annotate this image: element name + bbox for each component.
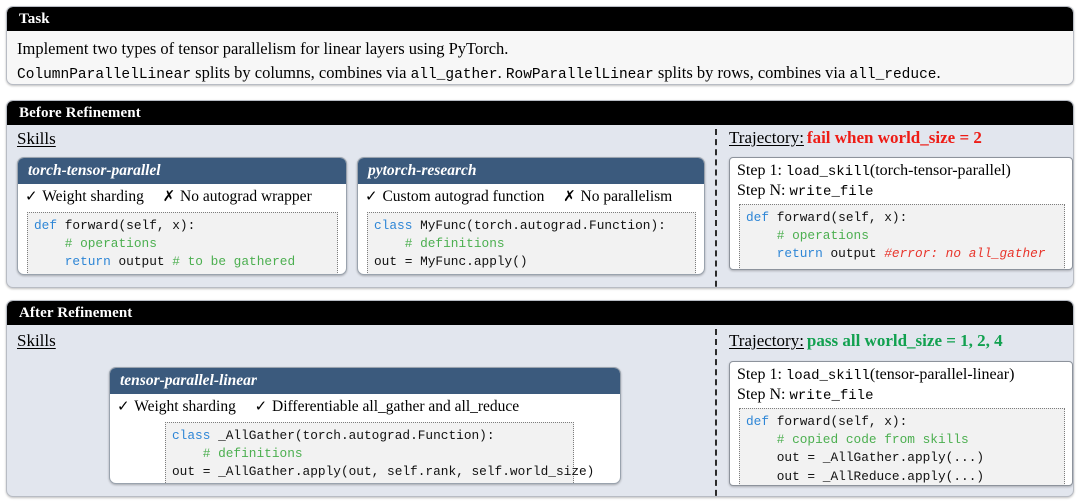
task-column-parallel-linear: ColumnParallelLinear [17,66,192,83]
task-header-bar: Task [7,7,1073,31]
step-1-arg: (torch-tensor-parallel) [869,162,1011,179]
before-refinement-panel: Before Refinement Skills torch-tensor-pa… [6,100,1074,288]
task-row-parallel-linear: RowParallelLinear [505,66,654,83]
task-all-gather: all_gather [410,66,498,83]
skill-card-pytorch-research[interactable]: pytorch-research ✓ Custom autograd funct… [357,157,705,275]
skill-card-bullets: ✓ Weight sharding ✗ No autograd wrapper [18,184,346,208]
cross-icon: ✗ [563,187,576,206]
after-trajectory-box[interactable]: Step 1: load_skill(tensor-parallel-linea… [729,361,1073,486]
step-n-action: write_file [789,184,874,201]
step-n-prefix: Step N: [737,386,790,404]
step-1-prefix: Step 1: [737,162,786,179]
skill-code-block: class _AllGather(torch.autograd.Function… [165,421,594,483]
step-1-prefix: Step 1: [737,366,786,383]
trajectory-step-n: Step N: write_file [730,385,1072,405]
task-title: Task [19,10,50,27]
step-n-action: write_file [789,388,874,405]
skill-card-torch-tensor-parallel[interactable]: torch-tensor-parallel ✓ Weight sharding … [17,157,347,275]
trajectory-label: Trajectory: [729,331,804,350]
trajectory-step-1: Step 1: load_skill(torch-tensor-parallel… [730,158,1072,181]
trajectory-step-n: Step N: write_file [730,181,1072,201]
trajectory-step-1: Step 1: load_skill(tensor-parallel-linea… [730,362,1072,385]
task-line-1: Implement two types of tensor parallelis… [17,39,509,58]
after-trajectory-heading: Trajectory:pass all world_size = 1, 2, 4 [729,331,1003,351]
before-trajectory-box[interactable]: Step 1: load_skill(torch-tensor-parallel… [729,157,1073,270]
trajectory-verdict: fail when world_size = 2 [806,128,982,147]
after-divider [715,329,717,496]
check-icon: ✓ [25,187,38,206]
task-text-4: . [936,62,941,82]
before-trajectory-heading: Trajectory:fail when world_size = 2 [729,128,982,148]
skill-good-text: Weight sharding [134,398,236,416]
trajectory-code-block: def forward(self, x): # copied code from… [739,408,1065,485]
after-body: Skills tensor-parallel-linear ✓ Weight s… [7,325,1073,496]
check-icon: ✓ [254,397,268,416]
step-1-action: load_skill [785,164,870,180]
cross-icon: ✗ [162,187,176,206]
before-divider [715,129,717,287]
task-body: Implement two types of tensor parallelis… [7,31,1073,84]
task-all-reduce: all_reduce [849,66,937,83]
after-title: After Refinement [19,304,133,321]
skill-bad-text: Differentiable all_gather and all_reduce [272,398,520,416]
trajectory-code-block: def forward(self, x): # operations retur… [739,204,1065,269]
skill-good-text: Custom autograd function [382,188,545,206]
trajectory-verdict: pass all world_size = 1, 2, 4 [806,331,1003,350]
skill-card-title: torch-tensor-parallel [18,158,346,185]
skill-card-tensor-parallel-linear[interactable]: tensor-parallel-linear ✓ Weight sharding… [109,367,621,484]
step-1-arg: (tensor-parallel-linear) [869,366,1015,383]
skill-card-bullets: ✓ Custom autograd function ✗ No parallel… [358,184,704,208]
skill-code-block: class MyFunc(torch.autograd.Function): #… [367,211,696,274]
step-n-prefix: Step N: [737,182,790,200]
skill-card-bullets: ✓ Weight sharding ✓ Differentiable all_g… [110,394,620,418]
before-header-bar: Before Refinement [7,101,1073,125]
skill-bad-text: No autograd wrapper [180,188,312,206]
task-text-2: . [497,62,506,82]
task-panel: Task Implement two types of tensor paral… [6,6,1074,85]
skill-card-title: tensor-parallel-linear [110,368,620,395]
trajectory-label: Trajectory: [729,128,804,147]
before-title: Before Refinement [19,104,141,121]
before-skills-label: Skills [17,129,56,148]
after-skills-label: Skills [17,331,56,350]
after-header-bar: After Refinement [7,301,1073,325]
after-refinement-panel: After Refinement Skills tensor-parallel-… [6,300,1074,497]
before-body: Skills torch-tensor-parallel ✓ Weight sh… [7,125,1073,287]
task-line-2: ColumnParallelLinear splits by columns, … [17,61,1063,84]
skill-bad-text: No parallelism [580,188,673,206]
check-icon: ✓ [365,187,378,206]
step-1-action: load_skill [785,368,870,384]
skill-code-block: def forward(self, x): # operations retur… [27,211,338,274]
task-text-1: splits by columns, combines via [191,62,411,82]
skill-card-title: pytorch-research [358,158,704,185]
task-text-3: splits by rows, combines via [653,62,850,82]
check-icon: ✓ [117,397,130,416]
skill-good-text: Weight sharding [42,188,144,206]
